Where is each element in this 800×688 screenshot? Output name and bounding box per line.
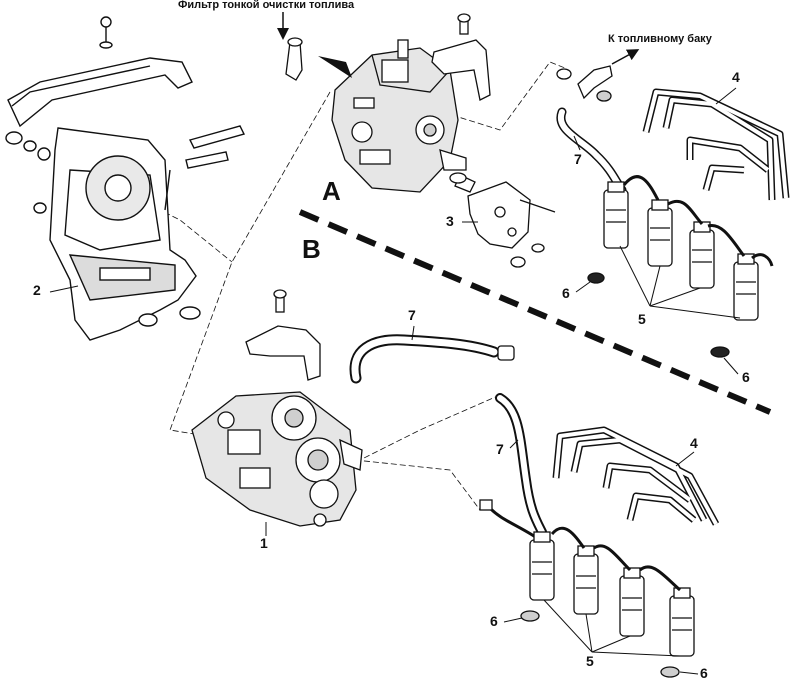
section-a-label: A bbox=[322, 176, 341, 206]
injection-pump-variant-b bbox=[191, 391, 363, 527]
cover-bolts bbox=[5, 131, 201, 327]
callout-5-bottom: 5 bbox=[586, 653, 594, 669]
callout-2: 2 bbox=[33, 282, 41, 298]
callout-1: 1 bbox=[260, 535, 268, 551]
variant-divider-line bbox=[298, 209, 772, 415]
callout-6-bottom-right: 6 bbox=[700, 665, 708, 681]
fuel-tank-caption: К топливному баку bbox=[608, 33, 712, 45]
tank-return-fitting bbox=[556, 65, 613, 102]
filter-fitting bbox=[285, 37, 303, 81]
injectors-top bbox=[587, 175, 774, 358]
timing-cover-assembly bbox=[5, 16, 246, 341]
upper-bracket-bar bbox=[7, 57, 193, 128]
callout-4-bottom: 4 bbox=[690, 435, 698, 451]
upper-pump-bracket bbox=[431, 13, 491, 101]
lower-pump-bracket bbox=[245, 289, 321, 381]
pump-mounting-bracket bbox=[449, 172, 556, 268]
stud-rod bbox=[188, 125, 246, 149]
callout-7-bottom: 7 bbox=[496, 441, 504, 457]
callout-5-top: 5 bbox=[638, 311, 646, 327]
injector-pipes-top-inner bbox=[644, 90, 788, 201]
callout-4-top: 4 bbox=[732, 69, 740, 85]
section-b-label: B bbox=[302, 234, 321, 264]
callout-7-top: 7 bbox=[574, 151, 582, 167]
fuel-filter-caption: Фильтр тонкой очистки топлива bbox=[178, 0, 355, 11]
callout-6-bottom-left: 6 bbox=[490, 613, 498, 629]
tank-caption-arrow bbox=[611, 49, 640, 65]
callout-6-top-left: 6 bbox=[562, 285, 570, 301]
injection-pump-variant-a bbox=[331, 39, 476, 193]
callout-3: 3 bbox=[446, 213, 454, 229]
hose-end-clip bbox=[497, 345, 515, 361]
injector-pipes-bottom-inner bbox=[554, 428, 718, 525]
filter-pointer-triangle bbox=[318, 56, 352, 78]
callout-6-top-right: 6 bbox=[742, 369, 750, 385]
callout-leaders bbox=[49, 87, 741, 675]
callout-7-middle: 7 bbox=[408, 307, 416, 323]
